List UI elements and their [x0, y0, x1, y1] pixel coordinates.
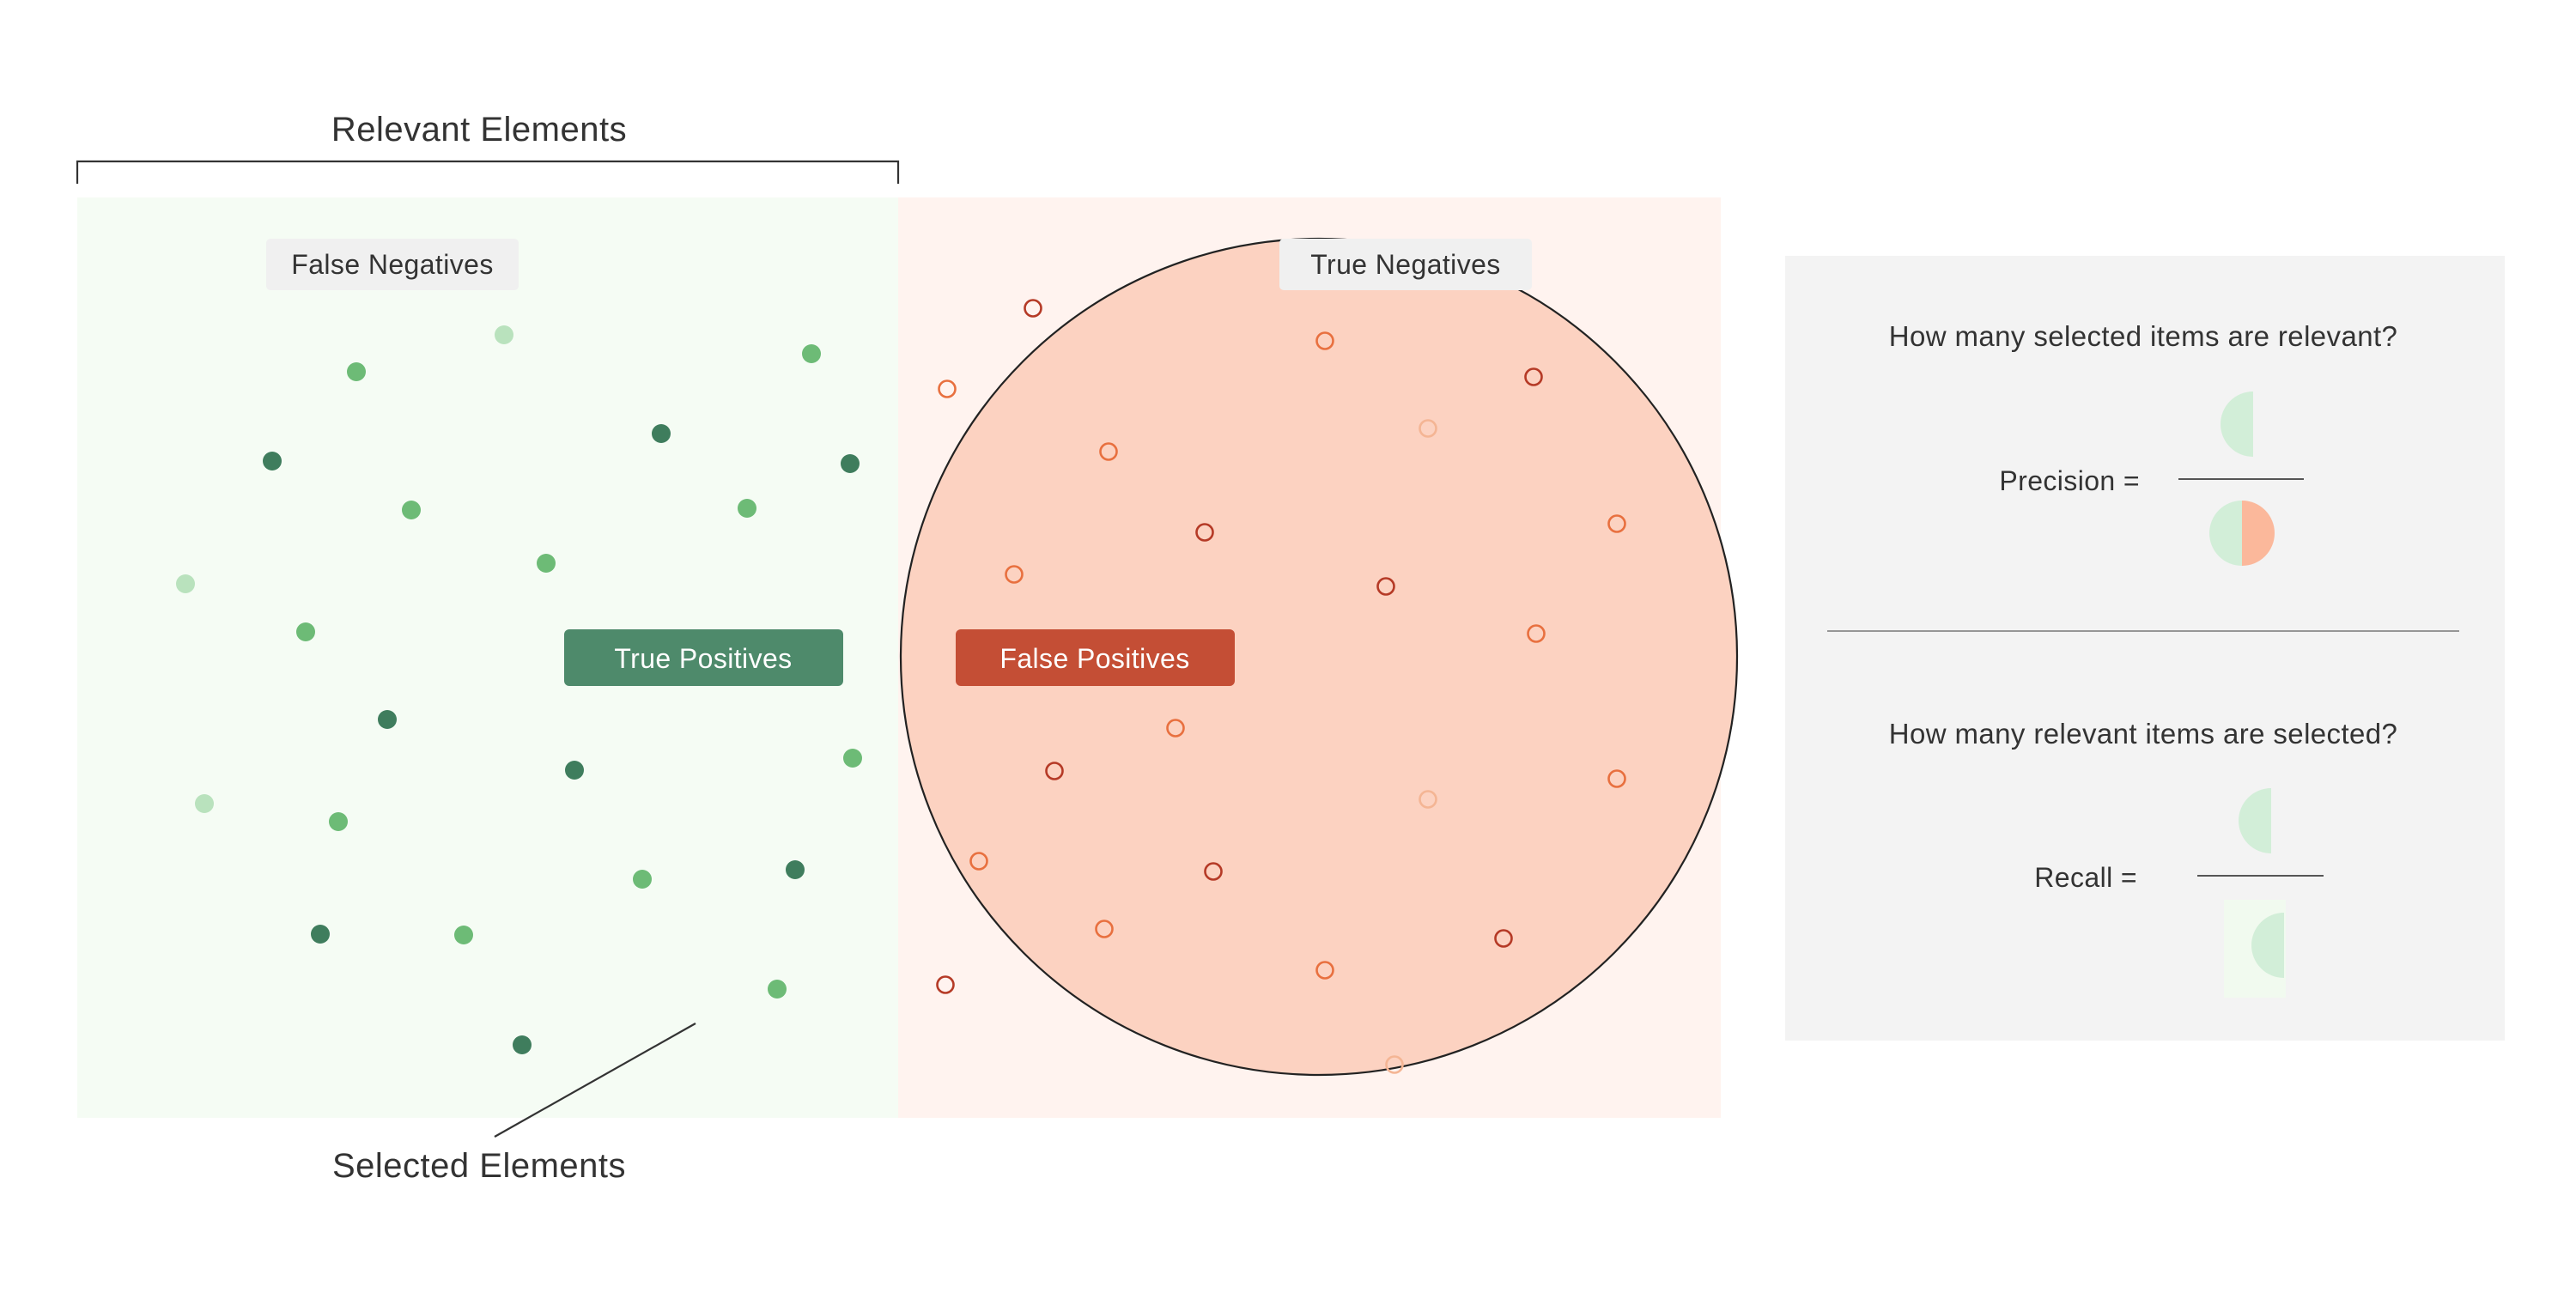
selected-pointer-line	[494, 1023, 696, 1138]
relevant-dot	[329, 812, 348, 831]
relevant-dots	[176, 325, 862, 1054]
irrelevant-ring	[1607, 769, 1626, 788]
precision-denominator-tp-half-icon	[2209, 501, 2242, 566]
recall-denominator-half-circle-icon	[2251, 913, 2284, 978]
relevant-elements-label: Relevant Elements	[331, 111, 627, 149]
irrelevant-ring	[1419, 790, 1437, 809]
irrelevant-ring	[969, 852, 988, 871]
false-positives-label: False Positives	[999, 643, 1189, 674]
selected-elements-label: Selected Elements	[332, 1147, 626, 1185]
precision-numerator-half-circle-icon	[2221, 392, 2253, 457]
irrelevant-ring	[1494, 929, 1513, 948]
irrelevant-ring	[1315, 961, 1334, 980]
relevant-dot	[195, 794, 214, 813]
irrelevant-ring	[1005, 565, 1024, 584]
relevant-bracket	[76, 160, 900, 184]
irrelevant-ring	[1376, 577, 1395, 596]
precision-denominator-fp-half-icon	[2242, 501, 2275, 566]
irrelevant-ring	[1385, 1055, 1404, 1074]
irrelevant-ring	[1045, 762, 1064, 780]
recall-question: How many relevant items are selected?	[1889, 718, 2398, 750]
irrelevant-rings	[936, 299, 1626, 1074]
relevant-dot	[652, 424, 671, 443]
irrelevant-ring	[1315, 331, 1334, 350]
false-negatives-label: False Negatives	[291, 249, 493, 280]
relevant-dot	[513, 1035, 532, 1054]
false-negatives-tag: False Negatives	[266, 239, 519, 290]
precision-label: Precision =	[1999, 465, 2140, 496]
irrelevant-ring	[1607, 514, 1626, 533]
relevant-dot	[296, 622, 315, 641]
recall-numerator-half-circle-icon	[2239, 788, 2271, 853]
precision-question: How many selected items are relevant?	[1889, 320, 2398, 352]
relevant-dot	[402, 501, 421, 519]
irrelevant-ring	[1095, 920, 1114, 938]
relevant-dot	[768, 980, 787, 999]
recall-label: Recall =	[2034, 862, 2137, 893]
relevant-dot	[537, 554, 556, 573]
relevant-dot	[841, 454, 860, 473]
relevant-dot	[311, 925, 330, 944]
relevant-dot	[378, 710, 397, 729]
relevant-dot	[495, 325, 513, 344]
relevant-dot	[347, 362, 366, 381]
relevant-dot	[633, 870, 652, 889]
irrelevant-ring	[1419, 419, 1437, 438]
irrelevant-ring	[1024, 299, 1042, 318]
irrelevant-ring	[936, 975, 955, 994]
irrelevant-ring	[1099, 442, 1118, 461]
relevant-dot	[263, 452, 282, 470]
relevant-dot	[843, 749, 862, 768]
irrelevant-ring	[1527, 624, 1546, 643]
irrelevant-ring	[938, 379, 957, 398]
relevant-dot	[454, 926, 473, 944]
true-positives-label: True Positives	[614, 643, 792, 674]
relevant-dot	[738, 499, 756, 518]
irrelevant-ring	[1524, 367, 1543, 386]
relevant-dot	[786, 860, 805, 879]
metrics-panel: How many selected items are relevant? Pr…	[1785, 256, 2505, 1041]
irrelevant-ring	[1166, 719, 1185, 738]
irrelevant-ring	[1204, 862, 1223, 881]
relevant-dot	[802, 344, 821, 363]
true-negatives-tag: True Negatives	[1279, 239, 1532, 290]
relevant-dot	[176, 574, 195, 593]
relevant-dot	[565, 761, 584, 780]
true-positives-tag: True Positives	[564, 629, 843, 686]
true-negatives-label: True Negatives	[1310, 249, 1500, 280]
false-positives-tag: False Positives	[956, 629, 1235, 686]
irrelevant-ring	[1195, 523, 1214, 542]
